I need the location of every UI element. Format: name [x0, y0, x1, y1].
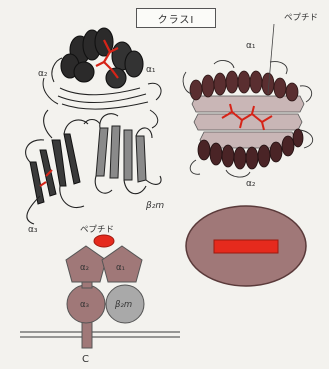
c-terminus-label: C: [82, 354, 89, 365]
b2m-domain-strands: [96, 126, 146, 182]
alpha-helix-left: [61, 28, 113, 82]
alpha3-domain-strands: [30, 134, 80, 204]
groove-peptide-bar: [214, 240, 278, 253]
groove-topview-schematic: [186, 206, 306, 286]
schematic-peptide-label: ペプチド: [80, 225, 114, 235]
peptide-ellipse: [94, 235, 114, 247]
right-alpha2-label: α₂: [246, 179, 256, 189]
schematic-b2m-label: β₂m: [114, 300, 132, 310]
schematic-alpha1-label: α₁: [116, 263, 125, 273]
right-peptide-label: ペプチド: [284, 13, 318, 23]
right-alpha1-label: α₁: [246, 41, 256, 51]
left-alpha1-label: α₁: [146, 65, 156, 75]
schematic-diagram: [20, 235, 180, 348]
schematic-alpha3-label: α₃: [80, 300, 89, 310]
mhc-class1-side-ribbon: [26, 28, 161, 224]
left-b2m-label: β₂m: [145, 201, 164, 211]
left-alpha3-label: α₃: [28, 225, 38, 235]
schematic-alpha2-label: α₂: [80, 263, 89, 273]
b2m-loops: [84, 114, 161, 194]
left-alpha2-label: α₂: [38, 69, 48, 79]
